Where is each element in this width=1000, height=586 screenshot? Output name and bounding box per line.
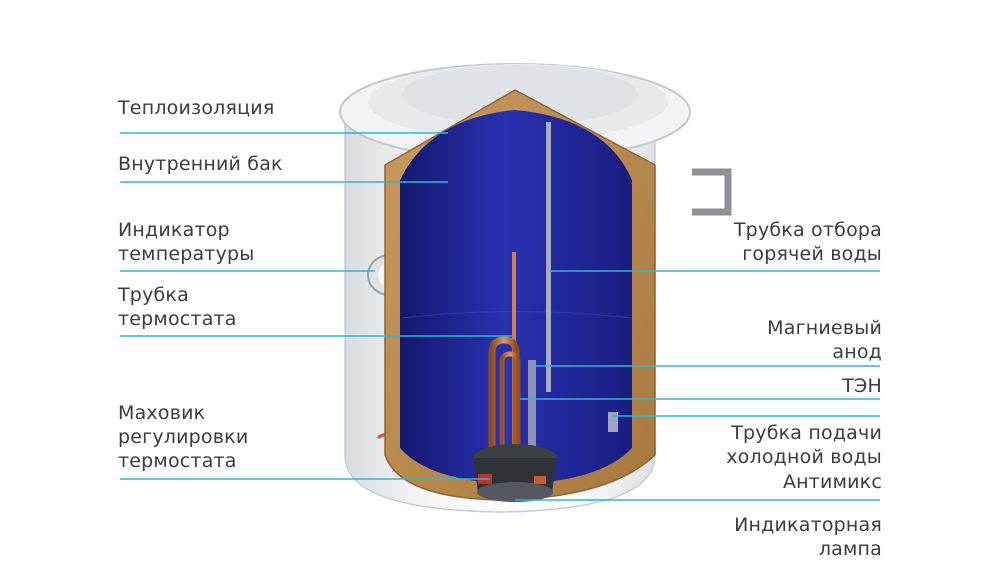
label-hot-water-tube: Трубка отбора горячей воды bbox=[733, 219, 882, 265]
label-thermostat-knob: Маховик регулировки термостата bbox=[118, 402, 249, 472]
flange-base bbox=[473, 444, 557, 502]
heating-element bbox=[488, 336, 526, 459]
label-temperature-indicator: Индикатор температуры bbox=[118, 219, 255, 265]
cold-water-tube bbox=[608, 412, 618, 432]
label-magnesium-anode: Магниевый анод bbox=[767, 317, 882, 363]
hot-water-tube bbox=[546, 122, 551, 392]
magnesium-anode bbox=[528, 360, 536, 450]
label-thermostat-tube: Трубка термостата bbox=[118, 284, 237, 330]
label-cold-water-tube: Трубка подачи холодной воды bbox=[726, 422, 882, 468]
leader-lines bbox=[120, 132, 880, 501]
label-antimix: Антимикс bbox=[782, 471, 882, 493]
label-inner-tank: Внутренний бак bbox=[118, 153, 283, 175]
label-indicator-lamp: Индикаторная лампа bbox=[734, 514, 882, 560]
label-insulation: Теплоизоляция bbox=[118, 97, 275, 119]
label-heating-element: ТЭН bbox=[842, 375, 882, 397]
